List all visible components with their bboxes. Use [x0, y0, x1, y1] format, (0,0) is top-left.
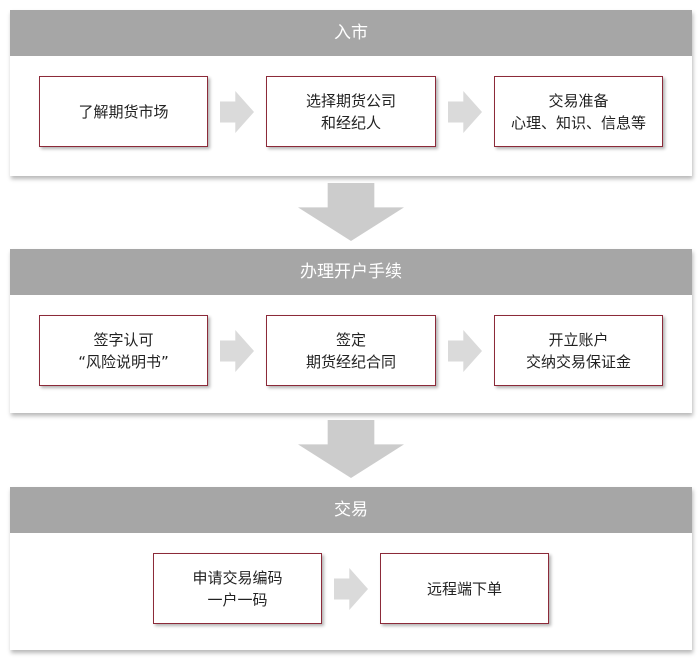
stage-open-account: 办理开户手续 签字认可 “风险说明书” 签定 期货经纪合同 开立账户 交纳交易保… [10, 249, 692, 413]
stage-trade: 交易 申请交易编码 一户一码 远程端下单 [10, 487, 692, 650]
step-label-line-2: 和经纪人 [320, 113, 381, 132]
step-label-line-1: 签字认可 [93, 330, 154, 349]
step-sign-contract: 签定 期货经纪合同 [266, 315, 436, 386]
step-label-line-1: 选择期货公司 [305, 91, 396, 110]
stage-title: 办理开户手续 [10, 249, 692, 295]
step-sign-risk-disclosure: 签字认可 “风险说明书” [39, 315, 208, 386]
stage-title: 交易 [10, 487, 692, 533]
step-apply-trading-code: 申请交易编码 一户一码 [153, 553, 322, 624]
step-label-line-2: 交纳交易保证金 [525, 352, 631, 371]
step-trade-preparation: 交易准备 心理、知识、信息等 [494, 76, 663, 147]
right-arrow-icon [448, 91, 482, 133]
step-understand-market: 了解期货市场 [39, 76, 208, 147]
right-arrow-icon [220, 330, 254, 372]
step-remote-order: 远程端下单 [380, 553, 549, 624]
step-label-line-2: 期货经纪合同 [305, 352, 396, 371]
right-arrow-icon [334, 568, 368, 610]
right-arrow-icon [220, 91, 254, 133]
step-label-line-1: 签定 [335, 330, 366, 349]
stage-enter-market: 入市 了解期货市场 选择期货公司 和经纪人 交易准备 心理、知识、信息等 [10, 10, 692, 176]
step-choose-broker: 选择期货公司 和经纪人 [266, 76, 436, 147]
down-arrow-icon [298, 183, 404, 241]
step-label-line-1: 开立账户 [548, 330, 609, 349]
step-label: 了解期货市场 [78, 102, 169, 121]
step-label-line-1: 申请交易编码 [192, 568, 283, 587]
right-arrow-icon [448, 330, 482, 372]
step-open-account-deposit: 开立账户 交纳交易保证金 [494, 315, 663, 386]
down-arrow-icon [298, 420, 404, 478]
step-label-line-2: 心理、知识、信息等 [510, 113, 646, 132]
step-label: 远程端下单 [426, 579, 502, 598]
stage-title: 入市 [10, 10, 692, 56]
step-label-line-1: 交易准备 [548, 91, 609, 110]
step-label-line-2: “风险说明书” [78, 352, 169, 371]
step-label-line-2: 一户一码 [207, 590, 268, 609]
